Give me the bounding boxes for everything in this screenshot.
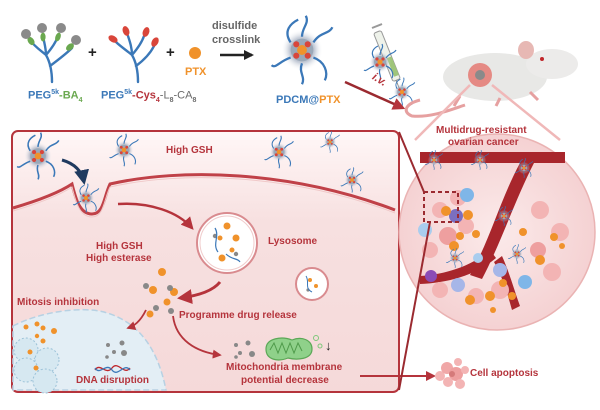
intracellular-label-line2: High esterase: [86, 253, 152, 264]
apoptotic-cell-icon: [435, 358, 469, 389]
process-label-line2: crosslink: [212, 34, 261, 46]
chromosome-cells-icon: [13, 337, 60, 394]
pdcm-ptx-nanoparticle-icon: [270, 14, 334, 86]
drug-fragments-icon: [234, 340, 255, 359]
to-nucleus-arrow: [126, 309, 147, 330]
mouse-icon: [404, 41, 578, 118]
mitochondria-label-line2: potential decrease: [241, 375, 329, 386]
mitochondria-label-line1: Mitochondria membrane: [226, 362, 343, 373]
mitosis-inhibition-label: Mitosis inhibition: [17, 297, 100, 308]
to-mitochondria-arrow: [172, 315, 222, 359]
cell-apoptosis-label: Cell apoptosis: [470, 368, 539, 379]
plus-sign: +: [166, 44, 175, 61]
endocytosis-arrow: [61, 158, 89, 185]
dna-disruption-label: DNA disruption: [76, 375, 149, 386]
decrease-arrow-icon: ↓: [325, 338, 332, 353]
peg-cys-polymer-icon: [108, 26, 159, 84]
process-label-line1: disulfide: [212, 20, 258, 32]
tumor-label-line1: Multidrug-resistant: [436, 125, 527, 136]
extracellular-gsh-label: High GSH: [166, 145, 213, 156]
intracellular-label-line1: High GSH: [96, 241, 143, 252]
peg-ba4-polymer-icon: [21, 23, 81, 84]
zoom-line: [414, 84, 471, 141]
polymer2-label: PEG5k-Cys4-L8-CA8: [101, 89, 197, 104]
vesicle-icon: [295, 267, 329, 301]
polymer1-label: PEG5k-BA4: [28, 89, 83, 104]
tumor-label-line2: ovarian cancer: [448, 137, 519, 148]
to-lysosome-arrow: [117, 202, 194, 230]
plus-sign: +: [88, 44, 97, 61]
zoom-line: [491, 84, 561, 141]
lysosome-label: Lysosome: [268, 236, 318, 247]
ptx-label: PTX: [185, 66, 207, 78]
iv-arrow: [344, 80, 406, 110]
zoom-connector-line: [398, 221, 431, 391]
lysosome-icon: [196, 212, 258, 274]
ptx-drug-icon: [189, 47, 201, 59]
nuclear-drug-dots: [23, 321, 57, 344]
product-label: PDCM@PTX: [276, 94, 341, 106]
tumor-cells: [418, 188, 569, 313]
release-arrow: [177, 280, 222, 304]
zoom-connector-line: [398, 131, 425, 193]
mitochondria-icon: [265, 335, 323, 361]
cell-membrane: [12, 173, 396, 216]
zoom-region-box: [423, 191, 459, 223]
dna-icon: [94, 365, 131, 373]
released-drug-cluster-icon: [143, 268, 178, 318]
drug-release-label: Programme drug release: [179, 310, 297, 321]
drug-fragments-icon: [105, 340, 127, 359]
